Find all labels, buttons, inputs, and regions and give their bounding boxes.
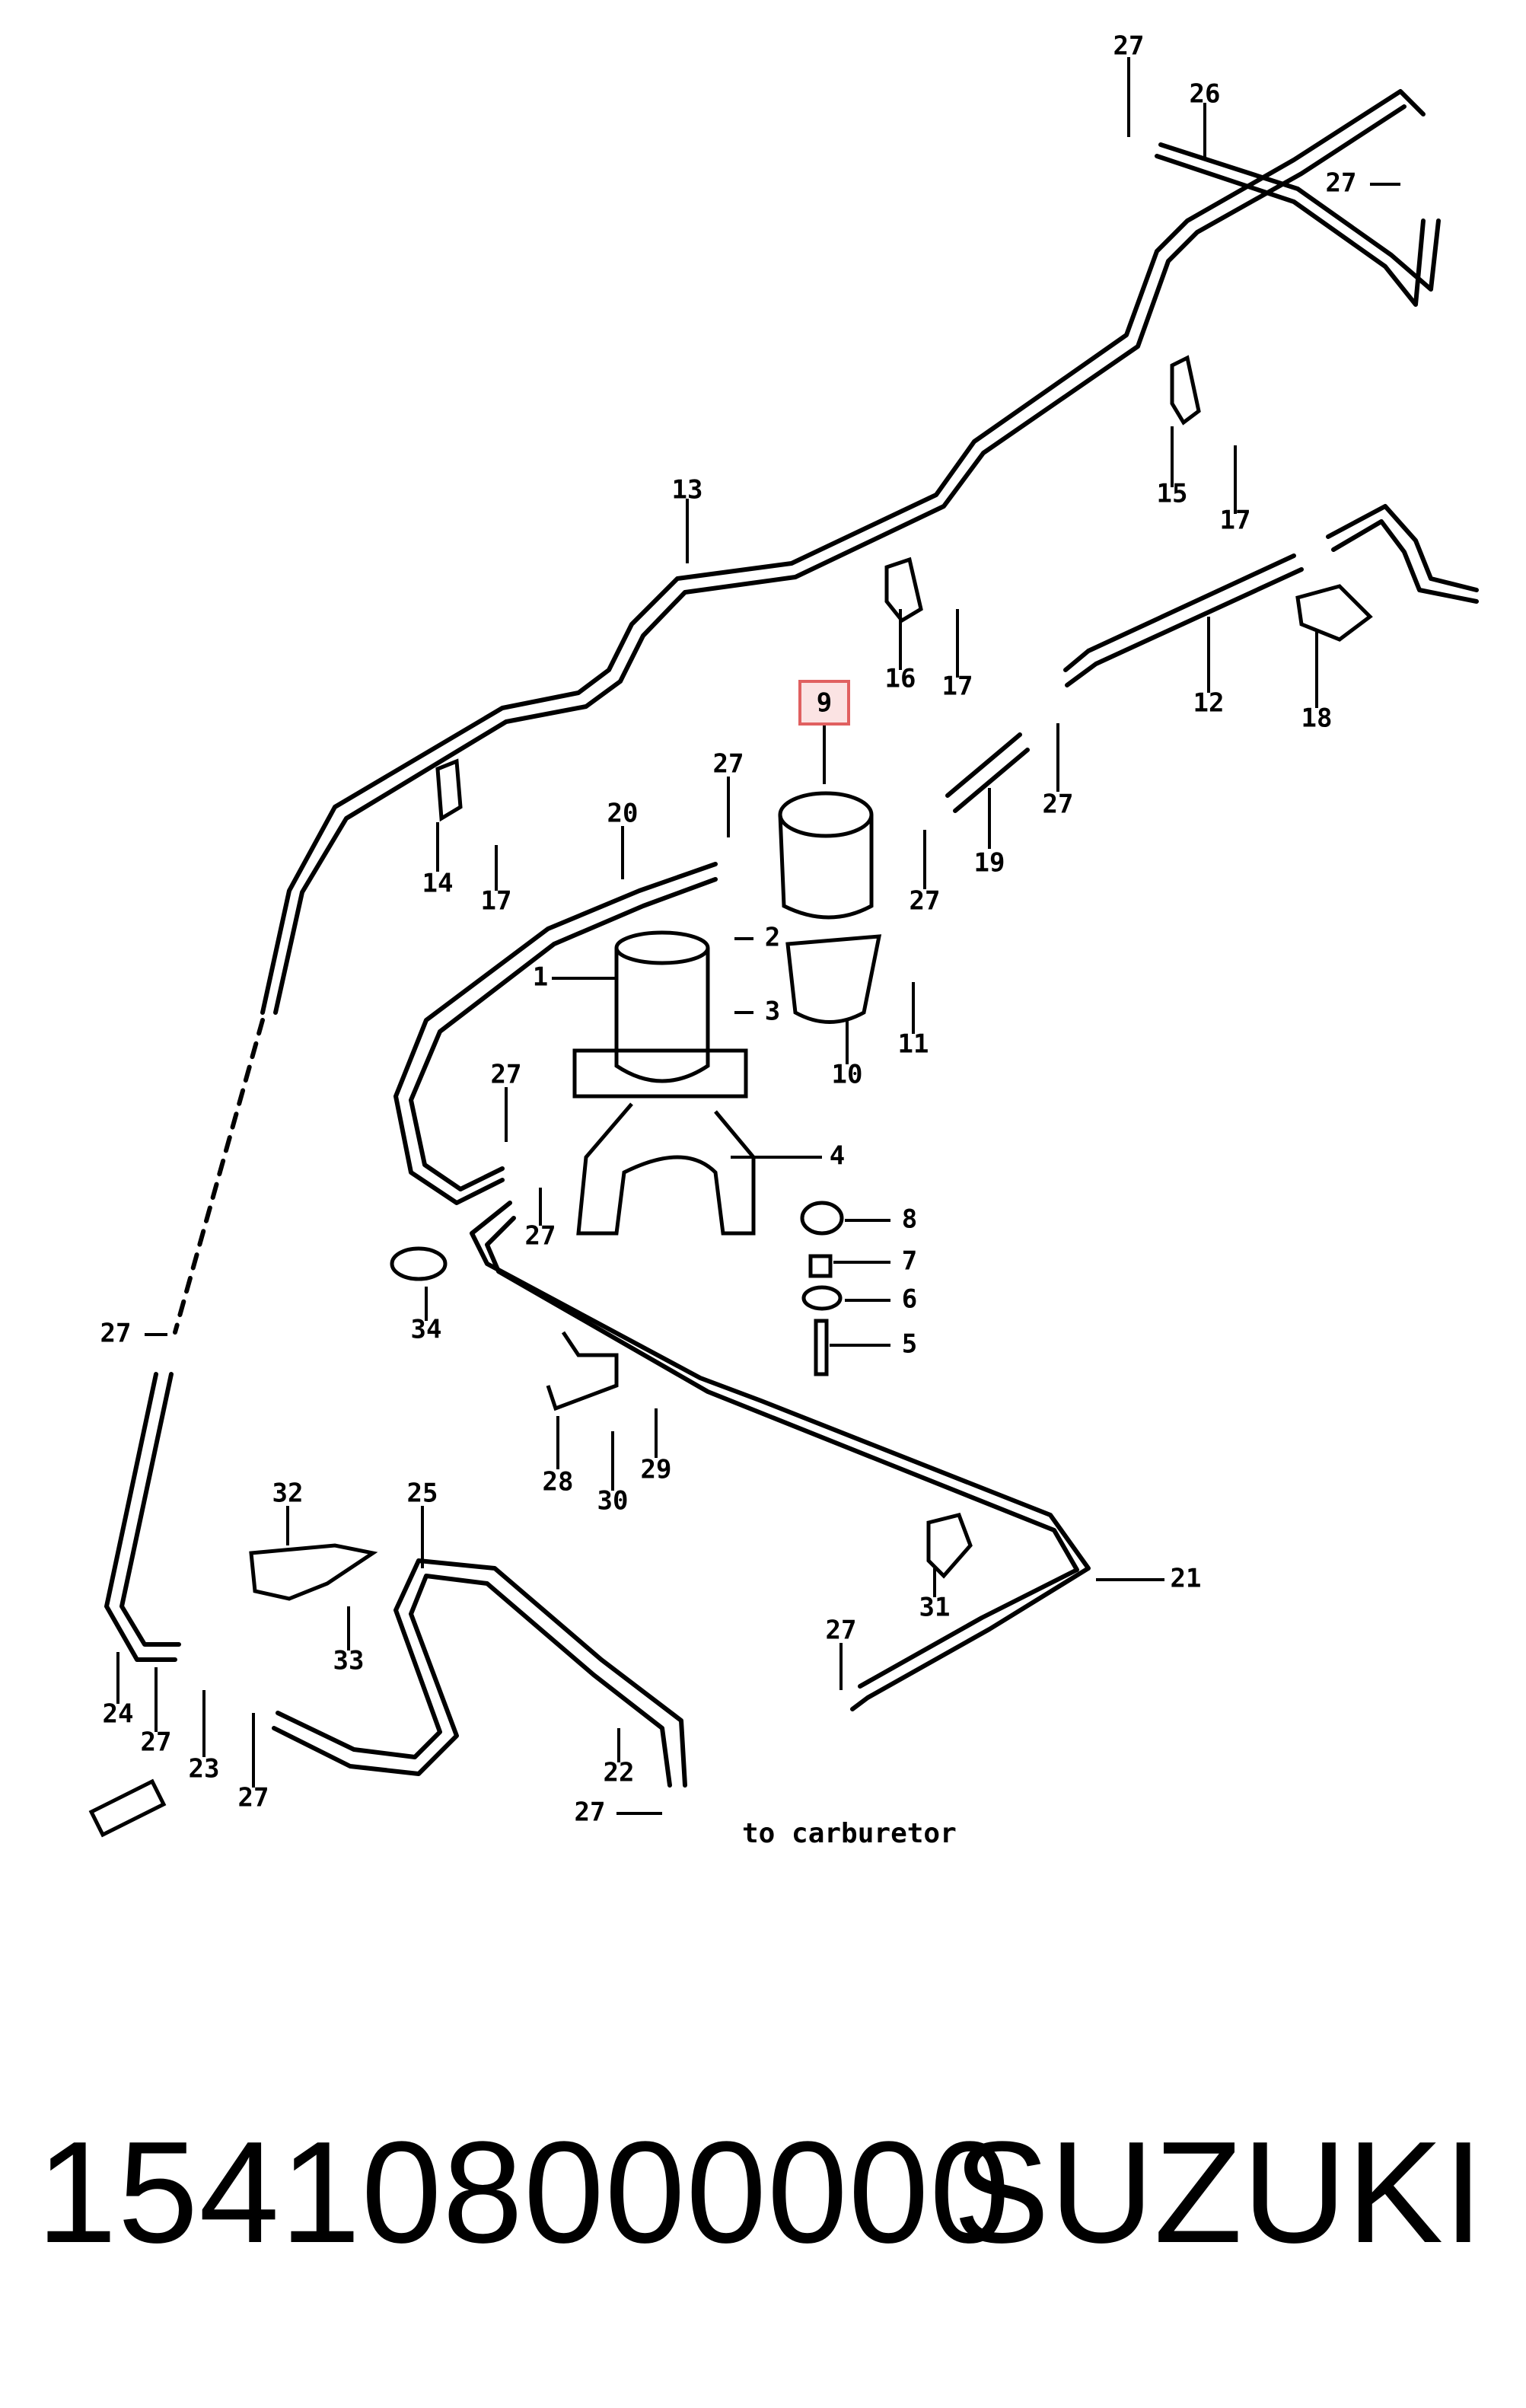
callout-c4: 4 [830,1141,845,1172]
callout-c27c: 27 [713,749,744,780]
callout-c31: 31 [919,1593,951,1623]
callout-c29: 29 [641,1455,672,1485]
hose-21 [470,1201,1091,1711]
callout-c27f: 27 [491,1060,522,1090]
callout-c5: 5 [902,1329,917,1360]
callout-c27i: 27 [826,1615,857,1646]
callout-c30: 30 [597,1486,629,1517]
fuel-pump-1 [614,930,710,965]
callout-c11: 11 [898,1029,929,1060]
callout-c27a: 27 [1113,31,1145,62]
callout-c27d: 27 [1043,789,1074,820]
callout-c13: 13 [672,475,703,506]
bracket-4 [576,1102,756,1236]
callout-c17c: 17 [481,886,512,917]
callout-c7: 7 [902,1246,917,1277]
part-number: 154108000000 [37,2112,1011,2273]
callout-c6: 6 [902,1284,917,1315]
brand-name: SUZUKI [953,2112,1483,2273]
callout-c12: 12 [1193,688,1225,719]
callout-c2: 2 [765,923,780,953]
callout-c14: 14 [422,869,454,899]
callout-c34: 34 [411,1315,442,1345]
callout-c27g: 27 [525,1221,556,1252]
callout-c32: 32 [272,1478,304,1509]
callout-c15: 15 [1157,479,1188,509]
callout-c20: 20 [607,799,639,829]
callout-c3: 3 [765,997,780,1027]
callout-c27k: 27 [238,1783,269,1813]
callout-c27j: 27 [141,1727,172,1758]
callout-c27e: 27 [910,886,941,917]
callout-c27l: 27 [575,1797,606,1828]
callout-c9: 9 [817,688,832,719]
callout-c23: 23 [189,1754,220,1784]
fuel-filter-9 [778,791,874,838]
to-carburetor-note: to carburetor [742,1818,957,1849]
fuel-line-13 [260,89,1426,1015]
callout-c16: 16 [885,664,916,694]
fuel-line-12 [1063,504,1479,672]
callout-c8: 8 [902,1204,917,1235]
callout-c33: 33 [333,1646,365,1676]
callout-c1: 1 [533,962,548,993]
callout-c21: 21 [1171,1564,1202,1594]
callout-c27h: 27 [100,1319,132,1349]
callout-c22: 22 [604,1758,635,1788]
callout-c19: 19 [974,848,1005,879]
dashed-line-left [173,1018,265,1335]
callout-c27b: 27 [1326,168,1357,199]
hose-20 [393,862,718,1205]
callout-c17b: 17 [942,671,973,702]
highlight-box [798,680,850,726]
hose-19 [945,732,1030,813]
callout-c10: 10 [832,1060,863,1090]
hose-24 [104,1372,177,1662]
callout-c28: 28 [543,1467,574,1497]
callout-c25: 25 [407,1478,438,1509]
callout-c26: 26 [1190,79,1221,110]
callout-c17a: 17 [1220,506,1251,536]
hose-25-22 [272,1574,672,1788]
callout-c18: 18 [1301,703,1333,734]
footer: 154108000000 SUZUKI [0,2101,1526,2299]
callout-c24: 24 [103,1699,134,1730]
